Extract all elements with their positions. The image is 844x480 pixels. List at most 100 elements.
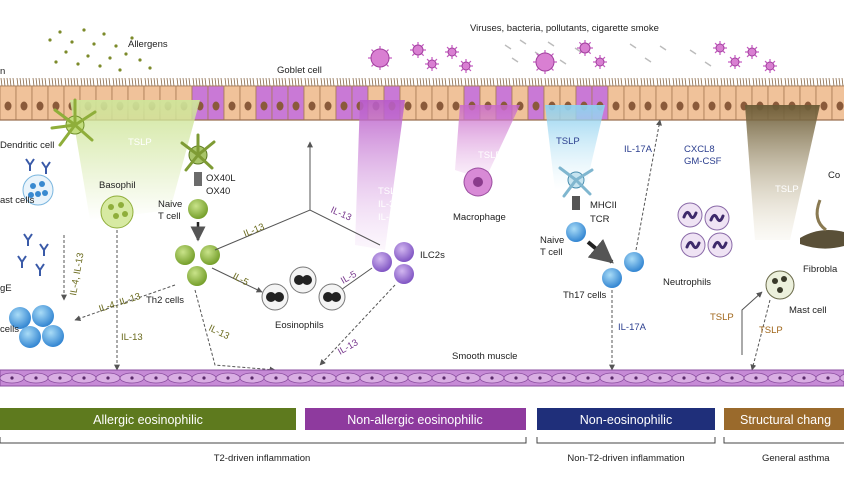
il4-il13-diagonal-label: IL-4, IL-13 <box>98 291 143 315</box>
mast-cell-right-label: Mast cell <box>789 305 826 316</box>
virus-particle <box>459 59 473 73</box>
th17-arrows <box>609 119 662 371</box>
il13-th2-up-label: IL-13 <box>242 221 266 239</box>
th2-cells-label: Th2 cells <box>146 295 184 306</box>
center-arrows <box>194 141 396 373</box>
eosinophils-label: Eosinophils <box>275 320 324 331</box>
th17-cells-label: Th17 cells <box>563 290 607 301</box>
neutrophil <box>677 202 703 228</box>
group-brackets <box>0 437 844 444</box>
bar-allergic-eosinophilic-label: Allergic eosinophilic <box>93 413 203 427</box>
virus-particle <box>577 40 593 56</box>
macrophage <box>463 167 493 197</box>
non-t2-caption: Non-T2-driven inflammation <box>567 453 684 464</box>
il5-ilc-label: IL-5 <box>339 269 359 287</box>
t2-caption: T2-driven inflammation <box>214 453 311 464</box>
dc-activated-cell <box>180 133 216 172</box>
virus-particle <box>593 55 607 69</box>
il33-ilc-label: IL-33 <box>378 199 400 210</box>
bar-structural-changes-label: Structural chang <box>740 413 831 427</box>
mhcii-tcr-complex <box>572 196 580 210</box>
tslp-green-cone <box>70 100 200 220</box>
tslp-mast-1-label: TSLP <box>710 312 734 323</box>
naive-t-cell <box>188 199 208 219</box>
bar-non-allergic-eosinophilic <box>305 408 526 430</box>
general-asthma-caption: General asthma <box>762 453 830 464</box>
mhcii-label: MHCII <box>590 200 617 211</box>
basophil-label: Basophil <box>99 180 135 191</box>
b-cells <box>9 305 64 348</box>
il17a-up-label: IL-17A <box>624 144 653 155</box>
allergens-label: Allergens <box>128 39 168 50</box>
fibroblast-label: Fibrobla <box>803 264 838 275</box>
il17a-down-label: IL-17A <box>618 322 647 333</box>
pollutant-streaks <box>504 39 712 67</box>
epithelium-layer <box>0 77 844 121</box>
neutrophil <box>707 232 733 258</box>
truncated-top-left-label: n <box>0 66 5 77</box>
mast-cell-right <box>765 270 795 300</box>
tslp-dc-label: TSLP <box>128 137 152 148</box>
mast-cell-left <box>22 174 54 206</box>
il13-basophil-label: IL-13 <box>121 332 143 343</box>
phenotype-bars: Allergic eosinophilic Non-allergic eosin… <box>0 408 844 430</box>
ox40-receptor <box>194 172 202 186</box>
ige-label: gE <box>0 283 12 294</box>
virus-particle <box>368 46 392 70</box>
tslp-macrophage-label: TSLP <box>478 150 502 161</box>
left-dashed-arrows <box>61 230 176 371</box>
goblet-cell-label: Goblet cell <box>277 65 322 76</box>
ilc-purple-cone <box>355 100 405 250</box>
naive-t-cell-th17 <box>566 222 586 242</box>
tslp-mast-2-label: TSLP <box>759 325 783 336</box>
viruses-label: Viruses, bacteria, pollutants, cigarette… <box>470 23 659 34</box>
macrophage-pink-cone <box>455 105 520 180</box>
il5-th2-label: IL-5 <box>231 271 251 288</box>
tslp-th17-label: TSLP <box>556 136 580 147</box>
ilc2s <box>372 242 414 284</box>
virus-particle <box>745 45 759 59</box>
ox40-label: OX40 <box>206 186 230 197</box>
fibroblast <box>800 199 844 249</box>
basophil <box>100 195 134 229</box>
tcr-label: TCR <box>590 214 610 225</box>
bar-non-eosinophilic-label: Non-eosinophilic <box>580 413 672 427</box>
virus-particle <box>763 59 777 73</box>
mast-cells-left-label: ast cells <box>0 195 35 206</box>
bar-non-allergic-eosinophilic-label: Non-allergic eosinophilic <box>347 413 483 427</box>
dc-th17 <box>558 166 594 198</box>
th17-differentiation-arrow <box>586 238 614 264</box>
virus-particle <box>445 45 459 59</box>
virus-particle <box>410 42 426 58</box>
bar-non-eosinophilic <box>537 408 715 430</box>
bar-allergic-eosinophilic <box>0 408 296 430</box>
gmcsf-label: GM-CSF <box>684 156 722 167</box>
b-cells-label: cells <box>0 324 19 335</box>
eosinophil <box>289 266 317 294</box>
naive-t-cell-b-label-1: Naive <box>540 235 564 246</box>
virus-particles <box>368 40 777 74</box>
structural-arrows <box>741 291 771 371</box>
il13-ilc-down-label: IL-13 <box>336 337 360 357</box>
ilc2s-label: ILC2s <box>420 250 445 261</box>
il25-ilc-label: IL-25 <box>378 212 400 223</box>
macrophage-label: Macrophage <box>453 212 506 223</box>
allergen-particles <box>48 28 152 72</box>
il13-th2-down-label: IL-13 <box>207 323 231 342</box>
dendritic-cell-label: Dendritic cell <box>0 140 54 151</box>
virus-particle <box>533 50 557 74</box>
smooth-muscle-layer <box>0 369 844 387</box>
dendritic-cell <box>50 98 97 147</box>
neutrophil <box>704 205 730 231</box>
th17-cells <box>602 252 644 288</box>
structural-brown-cone <box>745 105 820 240</box>
smooth-muscle-label: Smooth muscle <box>452 351 517 362</box>
virus-particle <box>425 57 439 71</box>
neutrophil <box>680 232 706 258</box>
eosinophil <box>318 283 346 311</box>
neutrophils-label: Neutrophils <box>663 277 711 288</box>
neutrophils <box>677 202 733 258</box>
eosinophil <box>261 283 289 311</box>
